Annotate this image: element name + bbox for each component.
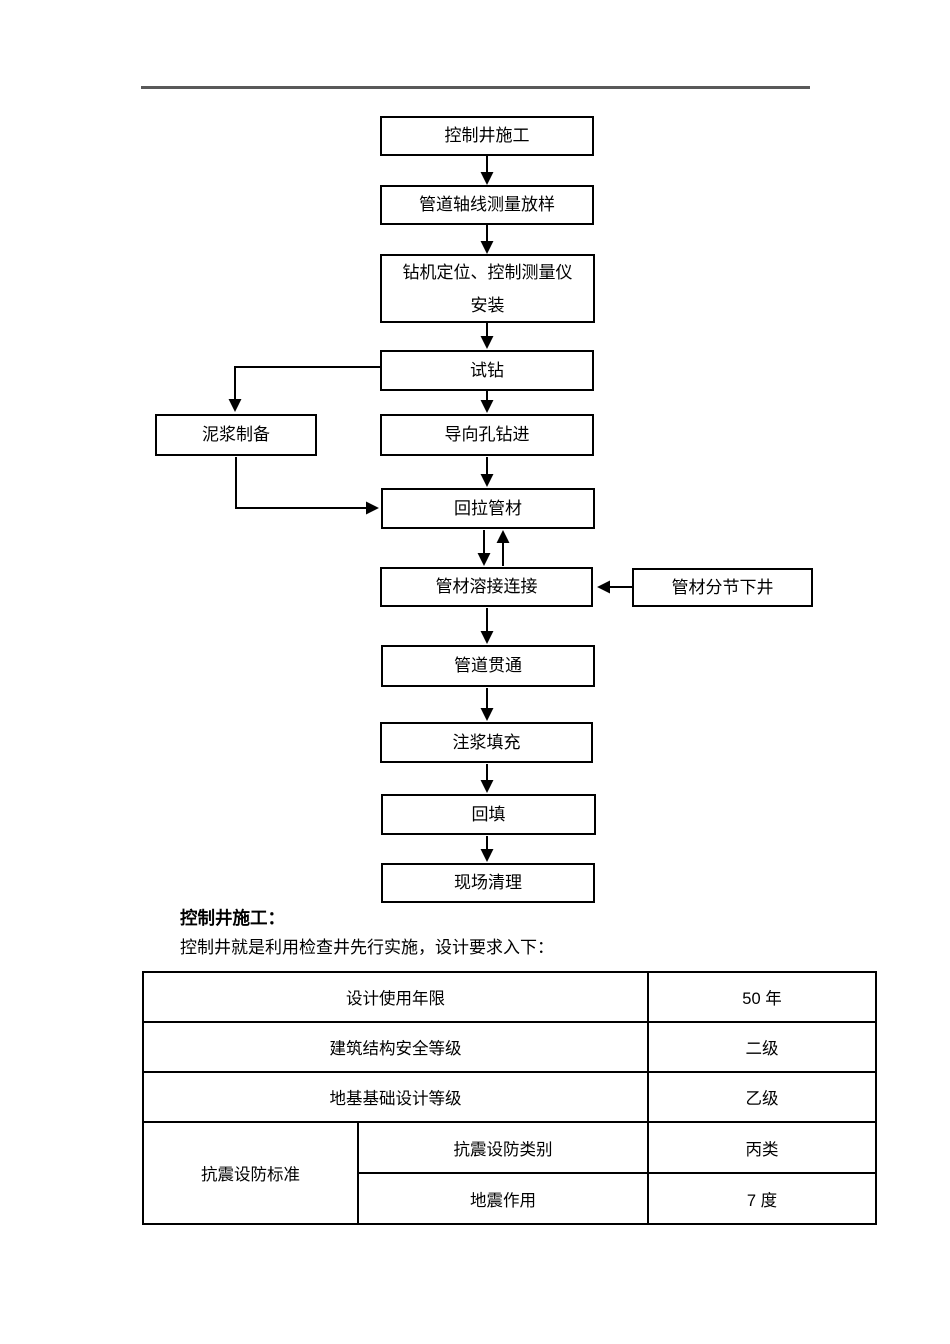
flow-box-mud-prep: 泥浆制备 — [155, 414, 317, 456]
flow-box-pipe-weld: 管材溶接连接 — [380, 567, 593, 607]
flow-box-trial-drill: 试钻 — [380, 350, 594, 391]
table-row: 抗震设防标准 抗震设防类别 丙类 — [142, 1121, 877, 1225]
section-paragraph: 控制井就是利用检查井先行实施，设计要求入下： — [180, 938, 554, 957]
table-row: 建筑结构安全等级 二级 — [142, 1021, 877, 1073]
table-cell-sublabel: 地震作用 — [357, 1172, 649, 1225]
flow-box-control-well: 控制井施工 — [380, 116, 594, 156]
table-cell-value: 50 年 — [647, 971, 877, 1023]
table-cell-label: 地基基础设计等级 — [142, 1071, 649, 1123]
arrow-mud-to-pullback — [235, 457, 379, 515]
arrow-trial-to-mud — [228, 366, 380, 412]
flow-box-backfill: 回填 — [381, 794, 596, 835]
table-cell-value: 乙级 — [647, 1071, 877, 1123]
flow-box-axis-survey: 管道轴线测量放样 — [380, 185, 594, 225]
flow-box-site-cleanup: 现场清理 — [381, 863, 595, 903]
table-cell-sublabel: 抗震设防类别 — [357, 1121, 649, 1174]
section-heading: 控制井施工： — [180, 908, 285, 928]
table-cell-label: 建筑结构安全等级 — [142, 1021, 649, 1073]
flow-box-rig-position: 钻机定位、控制测量仪 安装 — [380, 254, 595, 323]
table-cell-label: 设计使用年限 — [142, 971, 649, 1023]
flow-box-pipe-through: 管道贯通 — [381, 645, 595, 687]
table-cell-value: 丙类 — [647, 1121, 877, 1174]
flow-box-pipe-lowering: 管材分节下井 — [632, 568, 813, 607]
header-rule — [141, 86, 810, 89]
table-cell-value: 二级 — [647, 1021, 877, 1073]
flow-box-grout-fill: 注浆填充 — [380, 722, 593, 763]
table-row: 地震作用 7 度 — [143, 1172, 877, 1225]
construction-flowchart: 控制井施工 管道轴线测量放样 钻机定位、控制测量仪 安装 试钻 泥浆制备 导向孔… — [155, 116, 813, 903]
table-row: 地基基础设计等级 乙级 — [142, 1071, 877, 1123]
flow-connectors — [228, 156, 632, 862]
design-requirements-table: 设计使用年限 50 年 建筑结构安全等级 二级 地基基础设计等级 乙级 抗震设防… — [142, 971, 877, 1225]
table-cell-value: 7 度 — [647, 1172, 877, 1225]
table-cell-group-label: 抗震设防标准 — [142, 1121, 359, 1225]
flow-box-pilot-hole: 导向孔钻进 — [380, 414, 594, 456]
table-row: 设计使用年限 50 年 — [142, 971, 877, 1023]
flow-box-pullback-pipe: 回拉管材 — [381, 488, 595, 529]
